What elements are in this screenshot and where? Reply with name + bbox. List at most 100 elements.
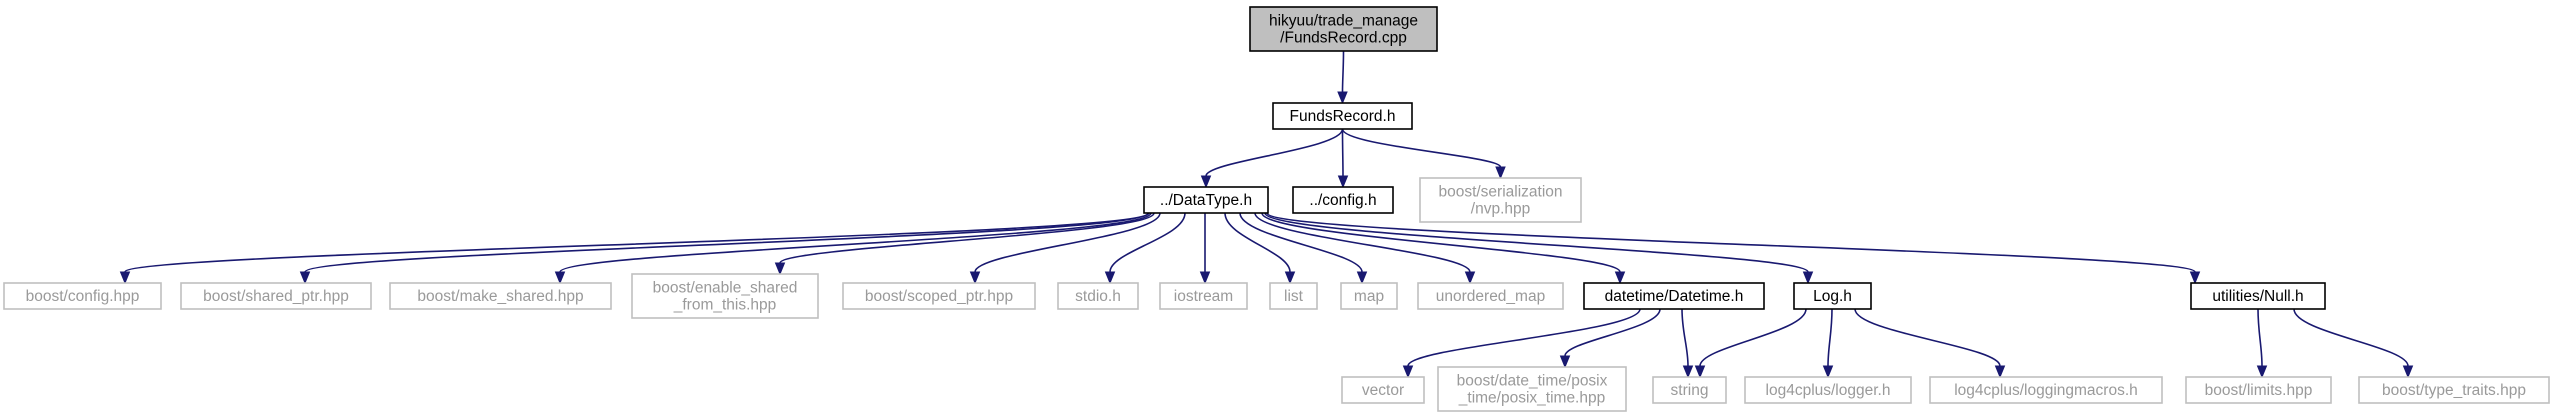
edge-line xyxy=(1341,128,1344,177)
node-label: Log.h xyxy=(1813,288,1852,305)
arrow-head-icon xyxy=(1682,365,1694,379)
node-box xyxy=(1583,282,1765,310)
node-log-h[interactable]: Log.h xyxy=(1793,282,1872,310)
edge-line xyxy=(1564,308,1661,357)
node-boost-config[interactable]: boost/config.hpp xyxy=(3,282,162,310)
node-label: ../config.h xyxy=(1309,192,1376,209)
edge-datatype_h-to-unordered_map xyxy=(1254,212,1476,285)
edge-log_h-to-log4cplus_macros xyxy=(1854,308,2006,379)
node-string[interactable]: string xyxy=(1652,376,1727,404)
node-boost-type-traits[interactable]: boost/type_traits.hpp xyxy=(2358,376,2550,404)
node-vector[interactable]: vector xyxy=(1341,376,1425,404)
node-label: unordered_map xyxy=(1436,288,1545,305)
node-root[interactable]: hikyuu/trade_manage/FundsRecord.cpp xyxy=(1249,6,1438,52)
node-box xyxy=(1929,376,2163,404)
edge-log_h-to-string xyxy=(1694,308,1807,379)
edge-datatype_h-to-stdio xyxy=(1104,212,1186,285)
node-serialization-nvp[interactable]: boost/serialization/nvp.hpp xyxy=(1419,177,1582,223)
edge-line xyxy=(1239,212,1363,273)
node-label: /FundsRecord.cpp xyxy=(1280,30,1407,47)
node-datetime-h[interactable]: datetime/Datetime.h xyxy=(1583,282,1765,310)
node-iostream[interactable]: iostream xyxy=(1159,282,1248,310)
node-label: boost/scoped_ptr.hpp xyxy=(865,288,1013,305)
node-box xyxy=(1340,282,1398,310)
edge-line xyxy=(1266,212,2196,273)
node-box xyxy=(1143,186,1269,214)
node-null-h[interactable]: utilities/Null.h xyxy=(2190,282,2326,310)
node-map[interactable]: map xyxy=(1340,282,1398,310)
node-box xyxy=(631,273,819,319)
node-box xyxy=(842,282,1036,310)
arrow-head-icon xyxy=(2189,271,2201,285)
edge-datetime_h-to-posix_time xyxy=(1559,308,1661,369)
node-unordered-map[interactable]: unordered_map xyxy=(1417,282,1564,310)
edge-fundsrecord_h-to-serialization_nvp xyxy=(1341,128,1506,180)
arrow-head-icon xyxy=(1199,271,1211,285)
edge-datatype_h-to-datetime_h xyxy=(1261,212,1626,285)
arrow-head-icon xyxy=(1284,271,1296,285)
arrow-head-icon xyxy=(1822,365,1834,379)
edge-line xyxy=(1109,212,1186,273)
node-log4cplus-macros[interactable]: log4cplus/loggingmacros.h xyxy=(1929,376,2163,404)
node-boost-enable-shared[interactable]: boost/enable_shared_from_this.hpp xyxy=(631,273,819,319)
node-boost-scoped-ptr[interactable]: boost/scoped_ptr.hpp xyxy=(842,282,1036,310)
node-box xyxy=(1341,376,1425,404)
node-box xyxy=(180,282,372,310)
node-label: boost/type_traits.hpp xyxy=(2382,382,2526,399)
node-boost-shared-ptr[interactable]: boost/shared_ptr.hpp xyxy=(180,282,372,310)
edge-line xyxy=(304,212,1150,273)
node-label: stdio.h xyxy=(1075,288,1121,305)
edge-datatype_h-to-boost_config xyxy=(119,212,1149,285)
node-stdio[interactable]: stdio.h xyxy=(1057,282,1139,310)
node-list[interactable]: list xyxy=(1269,282,1318,310)
edge-log_h-to-log4cplus_logger xyxy=(1822,308,1834,379)
arrow-head-icon xyxy=(1559,355,1571,369)
node-label: ../DataType.h xyxy=(1160,192,1252,209)
node-fundsrecord-h[interactable]: FundsRecord.h xyxy=(1272,102,1413,130)
node-box xyxy=(1249,6,1438,52)
edge-line xyxy=(1407,308,1641,367)
node-box xyxy=(1652,376,1727,404)
node-box xyxy=(1744,376,1912,404)
edge-line xyxy=(1205,128,1344,177)
arrow-head-icon xyxy=(1402,365,1414,379)
node-label: log4cplus/logger.h xyxy=(1766,382,1891,399)
node-log4cplus-logger[interactable]: log4cplus/logger.h xyxy=(1744,376,1912,404)
nodes-layer: hikyuu/trade_manage/FundsRecord.cppFunds… xyxy=(3,6,2550,412)
edge-datatype_h-to-null_h xyxy=(1266,212,2201,285)
edge-line xyxy=(2293,308,2409,367)
edge-line xyxy=(1341,50,1345,93)
edge-null_h-to-boost_limits xyxy=(2256,308,2268,379)
edge-line xyxy=(124,212,1149,273)
node-label: boost/serialization xyxy=(1438,184,1562,201)
arrow-head-icon xyxy=(2256,365,2268,379)
node-box xyxy=(1292,186,1394,214)
edge-datetime_h-to-vector xyxy=(1402,308,1641,379)
arrow-head-icon xyxy=(1337,91,1348,105)
node-box xyxy=(1057,282,1139,310)
node-box xyxy=(2185,376,2332,404)
edge-line xyxy=(1254,212,1471,273)
node-label: map xyxy=(1354,288,1384,305)
node-boost-make-shared[interactable]: boost/make_shared.hpp xyxy=(389,282,612,310)
edge-line xyxy=(1827,308,1833,367)
node-boost-limits[interactable]: boost/limits.hpp xyxy=(2185,376,2332,404)
arrow-head-icon xyxy=(1694,365,1706,379)
node-box xyxy=(1272,102,1413,130)
node-label: utilities/Null.h xyxy=(2212,288,2303,305)
node-posix-time[interactable]: boost/date_time/posix_time/posix_time.hp… xyxy=(1437,366,1627,412)
node-box xyxy=(1159,282,1248,310)
node-box xyxy=(1419,177,1582,223)
node-label: boost/date_time/posix xyxy=(1457,373,1608,390)
edge-datatype_h-to-map xyxy=(1239,212,1368,285)
edge-null_h-to-boost_type_traits xyxy=(2293,308,2414,379)
edge-line xyxy=(1261,212,1621,273)
node-label: hikyuu/trade_manage xyxy=(1269,13,1418,30)
node-box xyxy=(3,282,162,310)
node-config-h[interactable]: ../config.h xyxy=(1292,186,1394,214)
node-datatype-h[interactable]: ../DataType.h xyxy=(1143,186,1269,214)
node-box xyxy=(1793,282,1872,310)
node-label: boost/shared_ptr.hpp xyxy=(203,288,349,305)
node-label: log4cplus/loggingmacros.h xyxy=(1954,382,2138,399)
